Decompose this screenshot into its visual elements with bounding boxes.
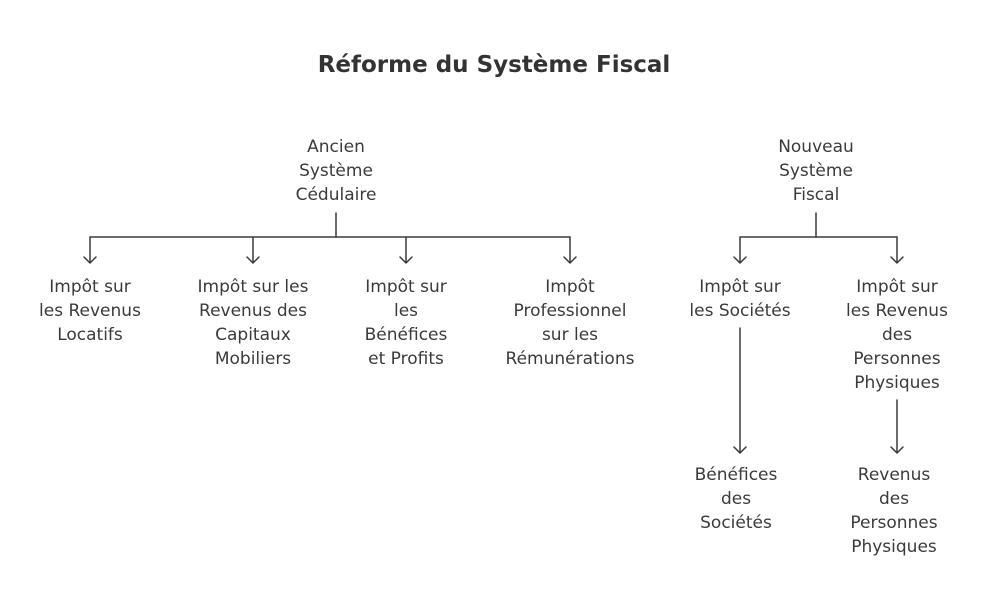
node-impot-capitaux-mobiliers: Impôt sur les Revenus des Capitaux Mobil… [178,275,328,371]
edge-to-capitaux-mobiliers [246,236,260,264]
node-nouveau-systeme-fiscal: Nouveau Système Fiscal [746,135,886,207]
node-benefices-societes: Bénéfices des Sociétés [666,463,806,535]
node-label: Revenus des Personnes Physiques [850,465,938,557]
edge-to-revenus-locatifs [83,236,97,264]
node-impot-professionnel: Impôt Professionnel sur les Rémunération… [490,275,650,371]
node-impot-societes: Impôt sur les Sociétés [670,275,810,323]
node-label: Impôt sur les Revenus des Capitaux Mobil… [197,277,309,369]
node-impot-revenus-locatifs: Impôt sur les Revenus Locatifs [20,275,160,347]
node-label: Impôt Professionnel sur les Rémunération… [505,277,635,369]
node-label: Nouveau Système Fiscal [778,137,854,205]
edge-to-benefices-profits [399,236,413,264]
edge-to-personnes-physiques [890,236,904,264]
node-label: Impôt sur les Revenus des Personnes Phys… [846,277,948,393]
node-label: Bénéfices des Sociétés [694,465,778,533]
edge-to-societes [733,236,747,264]
node-label: Impôt sur les Revenus Locatifs [39,277,141,345]
node-label: Ancien Système Cédulaire [295,137,377,205]
node-ancien-systeme-cedulaire: Ancien Système Cédulaire [266,135,406,207]
edge-to-professionnel [563,236,577,264]
node-revenus-personnes-physiques: Revenus des Personnes Physiques [824,463,964,559]
diagram-title: Réforme du Système Fiscal [317,52,671,78]
edge-to-revenus-personnes [890,399,904,454]
node-label: Impôt sur les Sociétés [689,277,791,321]
edge-to-benefices-societes [733,327,747,454]
node-impot-benefices-profits: Impôt sur les Bénéfices et Profits [336,275,476,371]
node-label: Impôt sur les Bénéfices et Profits [364,277,448,369]
node-impot-personnes-physiques: Impôt sur les Revenus des Personnes Phys… [827,275,967,395]
